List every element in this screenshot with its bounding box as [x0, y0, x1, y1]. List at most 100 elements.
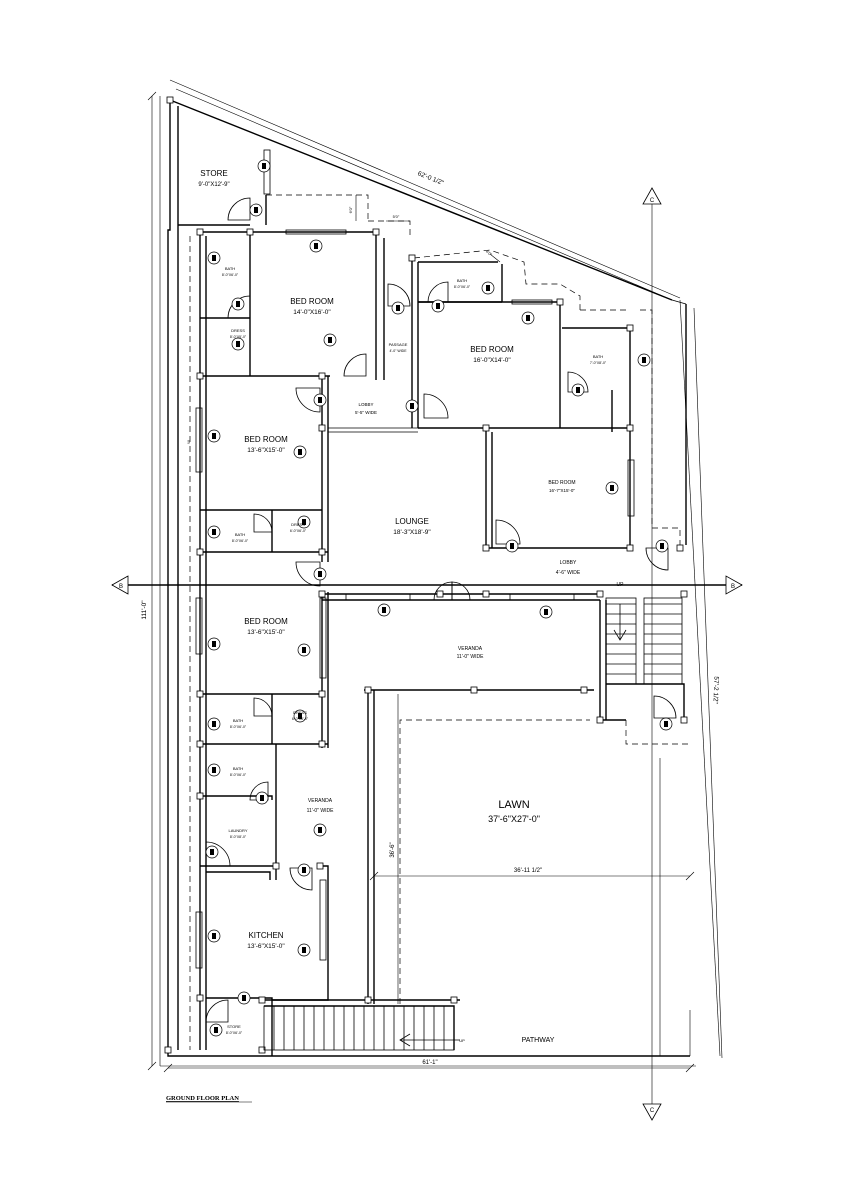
- bath-6-size: 8'-0"X6'-0": [230, 773, 247, 777]
- door-kitchen: [289, 867, 313, 891]
- lounge-name: LOUNGE: [395, 517, 429, 526]
- stair-up-mark: UP: [459, 1038, 465, 1043]
- light-fixture-icon: [207, 763, 221, 777]
- light-fixture-icon: [313, 393, 327, 407]
- door-bath-3: [567, 371, 589, 393]
- dress-2-name: DRESS: [291, 522, 305, 527]
- column: [676, 544, 684, 552]
- veranda-2-size: 11'-0" WIDE: [307, 808, 334, 814]
- light-fixture-icon: [571, 383, 585, 397]
- staircase-1: [605, 597, 637, 685]
- column: [470, 686, 478, 694]
- dimension-labels: 62'-0 1/2" 111'-0" 57'-2 1/2" 61'-1" 36'…: [141, 170, 719, 1066]
- column: [196, 372, 204, 380]
- light-fixture-icon: [207, 929, 221, 943]
- light-fixture-icon: [255, 791, 269, 805]
- column: [364, 686, 372, 694]
- door-store: [227, 197, 251, 221]
- dress-2-size: 6'-0"X6'-0": [290, 529, 307, 533]
- column: [580, 686, 588, 694]
- column: [596, 716, 604, 724]
- light-fixture-icon: [231, 297, 245, 311]
- column: [318, 372, 326, 380]
- door-bath-5: [253, 697, 273, 717]
- dim-lawn-height: 36'-6": [390, 842, 396, 857]
- bath-4-name: BATH: [235, 532, 245, 537]
- door-store-2: [205, 999, 229, 1023]
- dim-lawn-width: 36'-11 1/2": [514, 868, 542, 874]
- door-veranda: [653, 695, 677, 719]
- column: [482, 424, 490, 432]
- staircase-2: [643, 597, 683, 685]
- column: [626, 544, 634, 552]
- bath-3-size: 7'-0"X8'-0": [590, 361, 607, 365]
- column: [318, 690, 326, 698]
- laundry-name: LAUNDRY: [228, 828, 247, 833]
- light-fixture-icon: [209, 1023, 223, 1037]
- light-fixture-icon: [309, 239, 323, 253]
- pathway-name: PATHWAY: [522, 1037, 555, 1044]
- door-main-right: [451, 581, 471, 601]
- column: [196, 994, 204, 1002]
- column: [318, 590, 326, 598]
- column: [166, 96, 174, 104]
- lawn-name: LAWN: [498, 799, 529, 811]
- section-label-c-bottom: C: [650, 1108, 655, 1114]
- bath-1-size: 8'-0"X6'-0": [222, 273, 239, 277]
- light-fixture-icon: [237, 991, 251, 1005]
- dress-3-name: DRESS: [293, 710, 307, 715]
- column: [626, 424, 634, 432]
- light-fixture-icon: [297, 943, 311, 957]
- kitchen-name: KITCHEN: [248, 931, 283, 940]
- column: [436, 590, 444, 598]
- section-label-b-right: B: [731, 584, 735, 590]
- bed-room-1-size: 14'-0"X16'-0": [293, 309, 331, 316]
- section-arrow-top: [642, 187, 662, 205]
- door-bed-4: [495, 519, 521, 545]
- light-fixture-icon: [207, 251, 221, 265]
- column: [258, 996, 266, 1004]
- bath-3-name: BATH: [593, 354, 603, 359]
- bed-room-2-size: 16'-0"X14'-0": [473, 357, 511, 364]
- dim-bottom-edge: 61'-1": [422, 1060, 437, 1066]
- light-fixture-icon: [323, 333, 337, 347]
- stair-up-label: UP: [617, 582, 625, 588]
- light-fixture-icon: [293, 709, 307, 723]
- windows: [195, 149, 635, 969]
- column: [482, 590, 490, 598]
- lounge-size: 18'-3"X18'-9": [393, 529, 431, 536]
- column: [556, 298, 564, 306]
- light-fixture-icon: [205, 845, 219, 859]
- bath-4-size: 8'-0"X6'-0": [232, 539, 249, 543]
- dim-top-edge: 62'-0 1/2": [417, 170, 446, 187]
- column: [680, 590, 688, 598]
- light-fixture-icon: [431, 299, 445, 313]
- kitchen-size: 13'-6"X15'-0": [247, 943, 285, 950]
- columns: [164, 96, 688, 1054]
- section-arrow-left: [111, 575, 129, 595]
- column: [318, 548, 326, 556]
- light-fixture-icon: [405, 399, 419, 413]
- staircase-entry: [263, 1005, 460, 1051]
- light-fixture-icon: [605, 481, 619, 495]
- dress-1-size: 8'-0"X5'-0": [230, 335, 247, 339]
- door-bath-6: [249, 781, 269, 801]
- door-bed-3: [295, 387, 321, 413]
- exterior-walls: [167, 99, 690, 1057]
- column: [318, 424, 326, 432]
- door-bath-4: [253, 513, 273, 533]
- lobby-2-name: LOBBY: [560, 560, 577, 566]
- bed-room-5-name: BED ROOM: [244, 617, 288, 626]
- passage-name: PASSAGE: [389, 342, 408, 347]
- light-fixture-icon: [659, 717, 673, 731]
- door-bath-2: [427, 281, 449, 303]
- window-mark: W: [186, 440, 191, 444]
- light-fixture-icon: [207, 429, 221, 443]
- laundry-size: 8'-0"X8'-0": [230, 835, 247, 839]
- light-fixture-icon: [655, 539, 669, 553]
- lobby-2-size: 4'-6" WIDE: [556, 570, 581, 576]
- doors: [205, 197, 677, 1023]
- dim-bath-gap: 4'0": [485, 249, 494, 257]
- lobby-1-name: LOBBY: [358, 402, 373, 407]
- column: [196, 740, 204, 748]
